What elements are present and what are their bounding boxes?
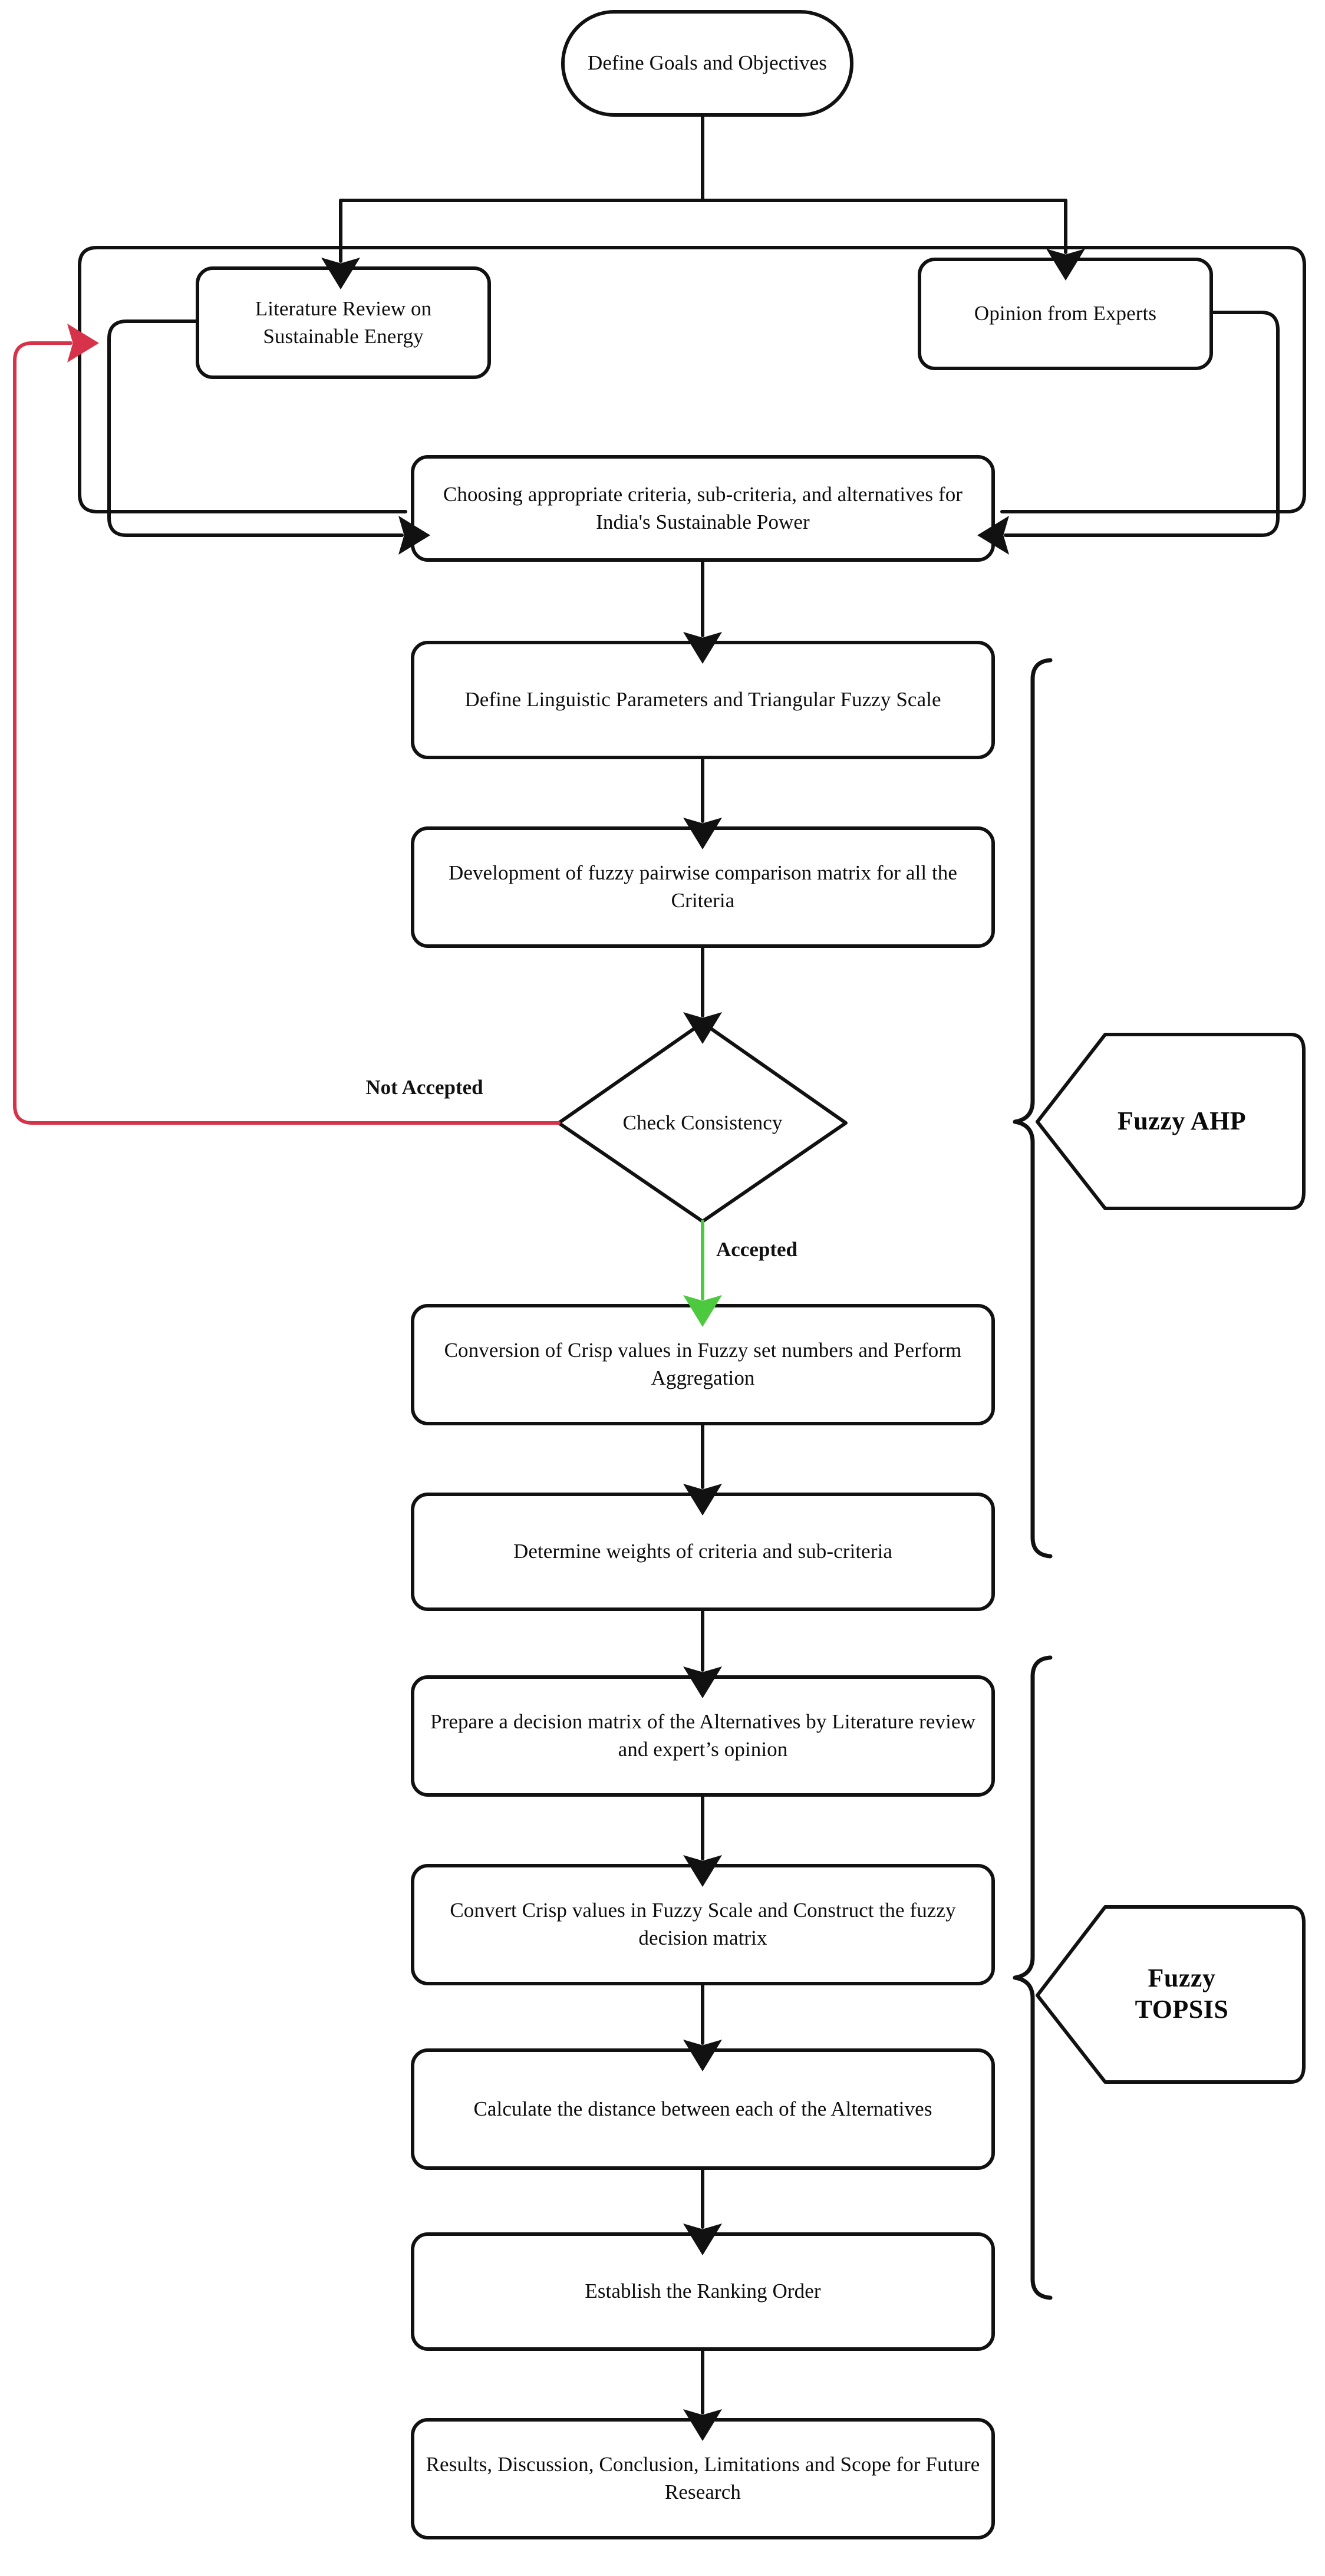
edge-outer-left-rail: [78, 246, 1067, 513]
edge-label-accepted: Accepted: [716, 1238, 798, 1261]
edge-outer-right-rail: [339, 246, 1306, 513]
node-decision-matrix-shape: [411, 1675, 995, 1797]
node-ranking-order-shape: [411, 2232, 995, 2351]
edge-not-accepted-feedback: [13, 324, 561, 1125]
node-pairwise-matrix-shape: [411, 826, 995, 948]
node-start-shape: [561, 10, 853, 117]
node-literature-review-shape: [196, 266, 491, 379]
node-expert-opinion-shape: [918, 258, 1213, 370]
node-check-consistency-shape: [557, 1021, 848, 1223]
node-calculate-distance-shape: [411, 2048, 995, 2170]
node-choose-criteria-shape: [411, 455, 995, 562]
phase-label-fuzzy-ahp: Fuzzy AHP: [1117, 1106, 1247, 1136]
edge-literature-to-criteria: [107, 319, 430, 555]
edge-expert-to-criteria: [977, 311, 1280, 555]
brace-fuzzy-ahp: [1013, 658, 1053, 1559]
node-fuzzy-decision-matrix-shape: [411, 1864, 995, 1985]
phase-fuzzy-topsis-shape: [1036, 1905, 1306, 2084]
node-define-linguistic-shape: [411, 641, 995, 759]
brace-fuzzy-topsis: [1013, 1655, 1053, 2300]
phase-fuzzy-ahp-shape: [1036, 1033, 1306, 1210]
node-determine-weights-shape: [411, 1493, 995, 1611]
phase-label-fuzzy-topsis: Fuzzy TOPSIS: [1135, 1964, 1229, 2024]
node-results-shape: [411, 2418, 995, 2539]
edge-label-not-accepted: Not Accepted: [365, 1076, 483, 1099]
node-crisp-conversion-shape: [411, 1304, 995, 1425]
